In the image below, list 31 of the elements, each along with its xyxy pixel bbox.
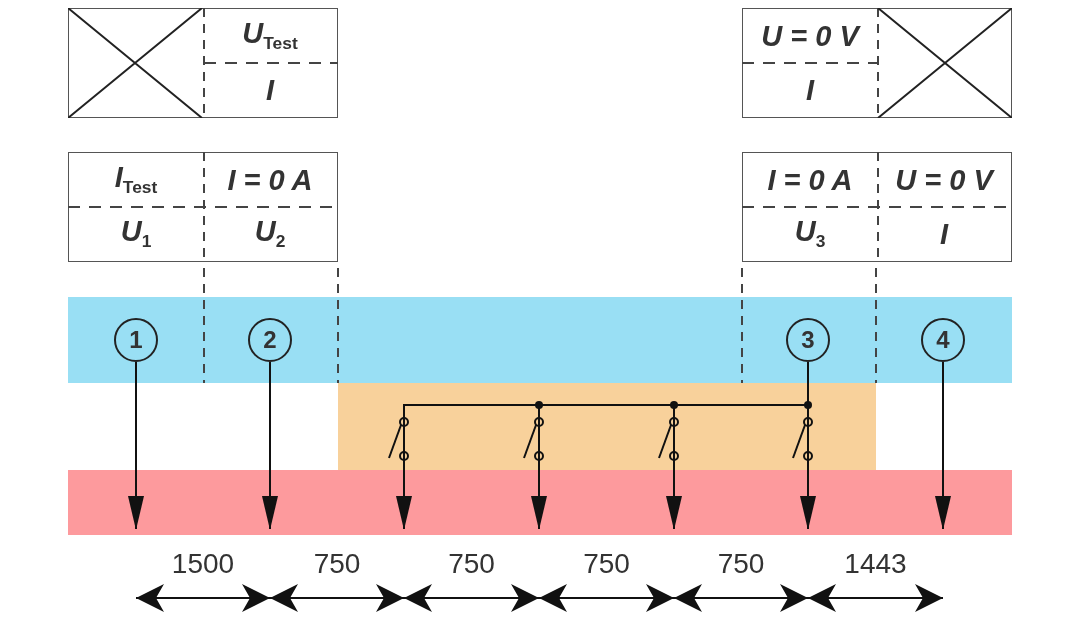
arrow [128, 361, 144, 530]
table-box [742, 8, 1012, 118]
table-box [68, 152, 338, 262]
table-entry: U$_{1}$ [120, 217, 152, 251]
table-entry: I [265, 75, 275, 105]
table-entry: U$_{Test}$ [242, 19, 298, 53]
dimension-label: 750 [312, 548, 362, 580]
table-entry: U = 0 V [895, 165, 993, 195]
arrow [935, 361, 951, 530]
arrow [262, 361, 278, 530]
number-circle: 1 [114, 318, 158, 362]
table-entry: I = 0 A [767, 165, 853, 195]
dimension-label: 750 [447, 548, 496, 580]
dimension-label: 1500 [170, 548, 236, 580]
table-box [68, 8, 338, 118]
table-entry: I$_{Test}$ [114, 163, 158, 197]
table-entry: I = 0 A [227, 165, 313, 195]
band [68, 297, 1012, 383]
dimension-label: 750 [582, 548, 631, 580]
band [68, 470, 1012, 535]
dimension-label: 1443 [843, 548, 908, 580]
table-entry: U = 0 V [761, 21, 859, 51]
table-entry: U$_{3}$ [794, 217, 826, 251]
number-circle: 3 [786, 318, 830, 362]
dimension-label: 750 [716, 548, 766, 580]
table-entry: U$_{2}$ [254, 217, 286, 251]
table-entry: I [805, 75, 815, 105]
table-entry: I [939, 219, 949, 249]
number-circle: 4 [921, 318, 965, 362]
number-circle: 2 [248, 318, 292, 362]
table-box [742, 152, 1012, 262]
